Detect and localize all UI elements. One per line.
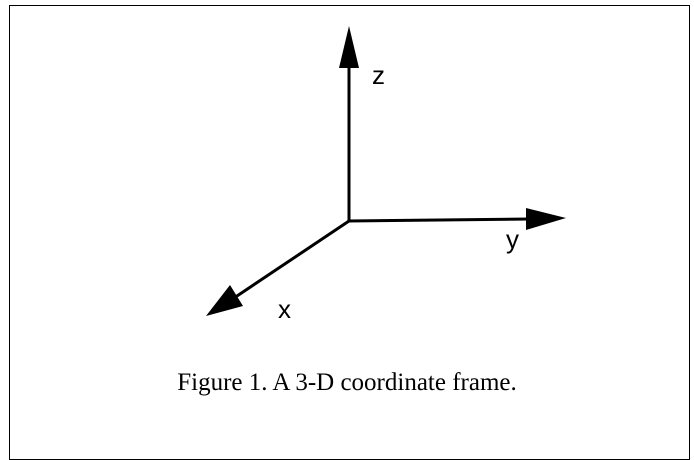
x-axis-label: x [278, 294, 291, 324]
z-axis-label: z [372, 60, 385, 90]
y-axis-line [347, 217, 531, 223]
x-axis-line [233, 219, 350, 300]
y-axis-label: y [506, 224, 519, 254]
figure-caption: Figure 1. A 3-D coordinate frame. [177, 369, 517, 396]
z-axis-arrowhead [339, 26, 359, 68]
y-axis-arrowhead [526, 208, 566, 230]
x-axis-arrowhead [206, 285, 243, 316]
